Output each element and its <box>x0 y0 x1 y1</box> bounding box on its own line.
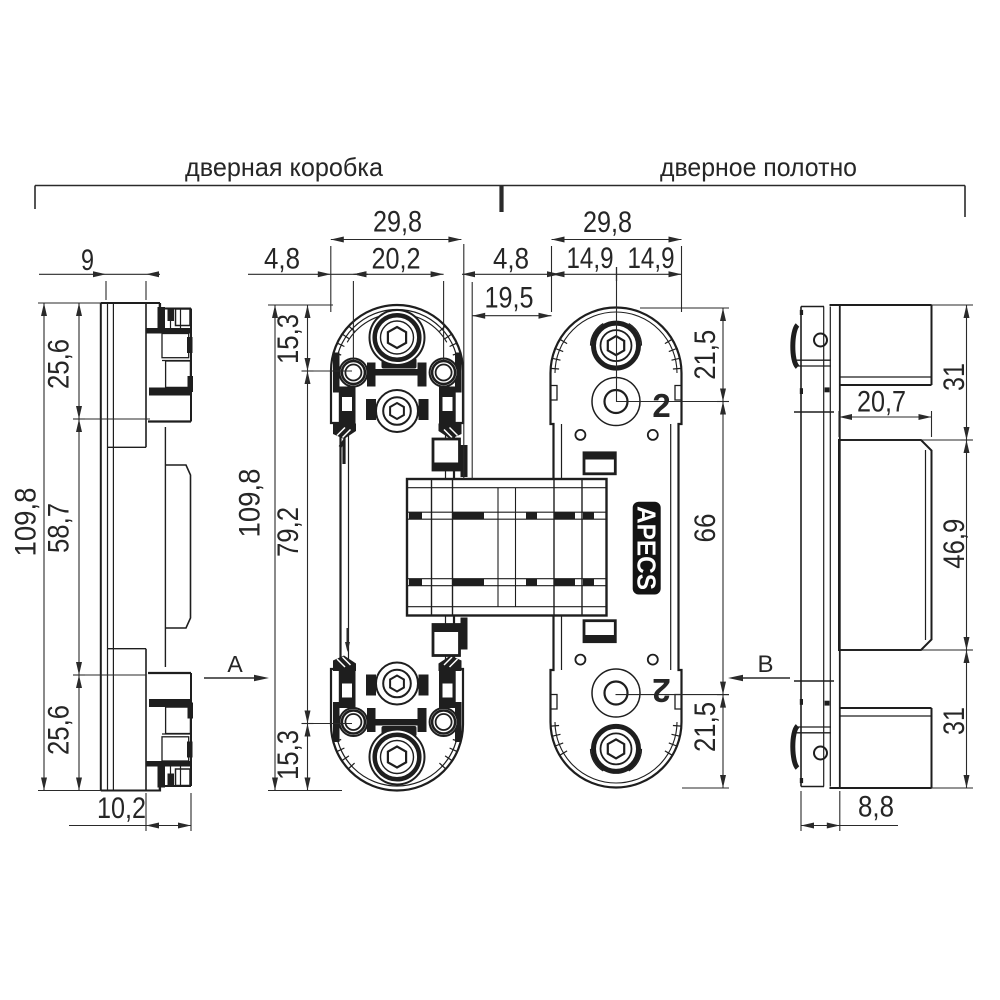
svg-text:21,5: 21,5 <box>689 702 722 752</box>
svg-text:15,3: 15,3 <box>272 314 305 364</box>
svg-text:9: 9 <box>81 244 94 277</box>
svg-text:2: 2 <box>652 387 670 424</box>
svg-text:4,8: 4,8 <box>493 243 529 276</box>
svg-text:дверное полотно: дверное полотно <box>660 152 857 182</box>
svg-text:APECS: APECS <box>632 506 662 590</box>
svg-text:58,7: 58,7 <box>43 503 76 553</box>
svg-text:B: B <box>757 651 773 678</box>
svg-text:79,2: 79,2 <box>272 507 305 557</box>
svg-text:2: 2 <box>652 672 670 709</box>
svg-text:14,9: 14,9 <box>567 242 614 275</box>
svg-text:25,6: 25,6 <box>43 705 76 755</box>
svg-text:29,8: 29,8 <box>373 206 422 239</box>
svg-text:46,9: 46,9 <box>938 519 971 569</box>
svg-text:29,8: 29,8 <box>583 206 632 239</box>
svg-text:25,6: 25,6 <box>43 339 76 389</box>
svg-text:19,5: 19,5 <box>485 282 534 315</box>
svg-text:20,2: 20,2 <box>372 243 421 276</box>
svg-text:4,8: 4,8 <box>264 243 300 276</box>
svg-text:21,5: 21,5 <box>689 330 722 380</box>
svg-text:дверная коробка: дверная коробка <box>185 152 384 182</box>
svg-text:20,7: 20,7 <box>857 386 906 419</box>
svg-text:8,8: 8,8 <box>858 791 894 824</box>
svg-text:15,3: 15,3 <box>272 730 305 780</box>
svg-text:14,9: 14,9 <box>628 242 675 275</box>
svg-text:10,2: 10,2 <box>97 792 146 825</box>
svg-text:66: 66 <box>689 514 722 543</box>
svg-text:A: A <box>227 651 243 677</box>
svg-text:109,8: 109,8 <box>234 469 267 538</box>
svg-text:31: 31 <box>938 707 971 735</box>
svg-text:31: 31 <box>938 363 971 391</box>
svg-text:109,8: 109,8 <box>10 488 43 557</box>
